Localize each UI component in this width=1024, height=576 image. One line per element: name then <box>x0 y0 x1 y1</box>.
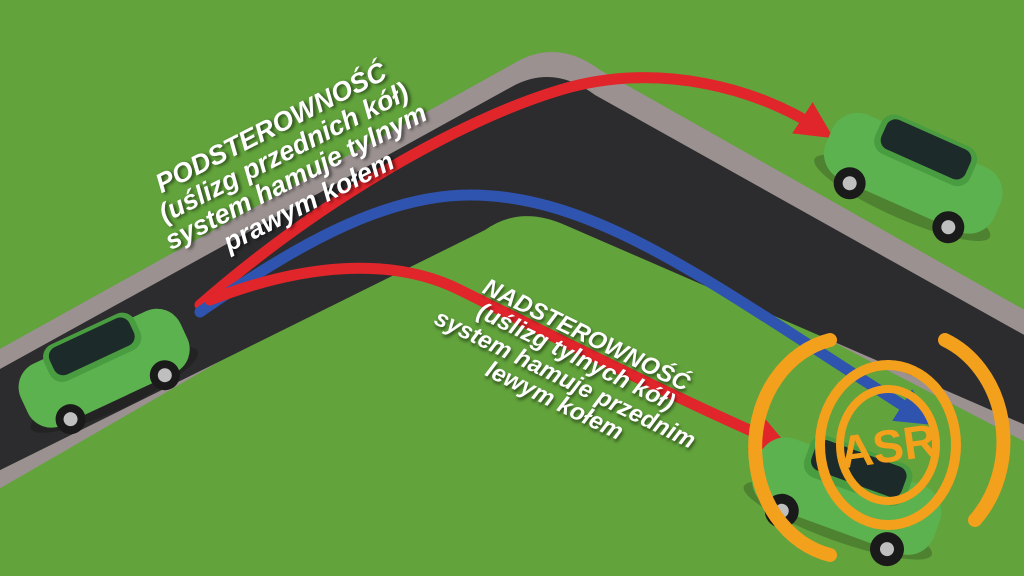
understeer-path <box>194 72 834 311</box>
asr-inner-ring <box>836 385 940 505</box>
asr-outer-arc-right <box>938 333 1011 527</box>
asr-outer-arc-left <box>748 333 837 562</box>
car-start <box>18 308 199 435</box>
asr-outer-ring <box>815 360 961 530</box>
car-understeer <box>814 112 1003 244</box>
oversteer-path <box>204 262 790 450</box>
road-asphalt <box>0 76 1024 471</box>
car-oversteer <box>743 435 942 567</box>
correct-path <box>194 189 934 425</box>
